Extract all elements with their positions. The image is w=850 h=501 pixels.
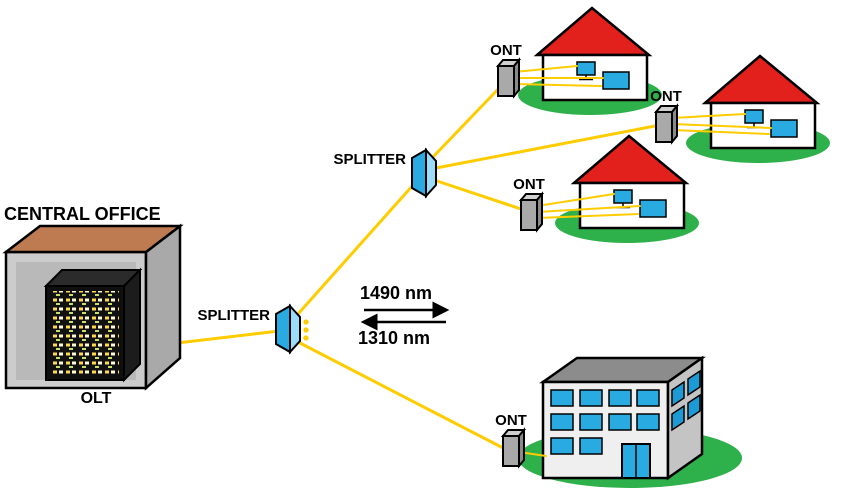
downstream-wavelength-label: 1490 nm <box>360 283 432 303</box>
port-dot <box>303 335 309 341</box>
fiber-splitter1-to-splitter2 <box>296 182 416 316</box>
splitter-2-icon <box>411 149 437 197</box>
window <box>687 369 701 397</box>
window <box>687 393 701 421</box>
window <box>608 413 632 431</box>
fiber-trunk-links <box>124 80 662 452</box>
drop-ont3-monitor <box>536 193 615 207</box>
drop-ont2-tv <box>671 123 772 129</box>
window <box>550 389 574 407</box>
splitter1-more-ports-dots <box>303 319 309 341</box>
splitter-1-label: SPLITTER <box>197 307 270 324</box>
fiber-drop-links <box>513 65 772 457</box>
house-3 <box>553 134 701 245</box>
port-dot <box>303 319 309 325</box>
office-building <box>518 355 742 488</box>
ont-1-label: ONT <box>490 42 522 59</box>
fiber-splitter1-to-ont4 <box>296 340 509 452</box>
central-office-label: CENTRAL OFFICE <box>4 204 161 224</box>
ont-3-label: ONT <box>513 176 545 193</box>
ont-4-label: ONT <box>495 412 527 429</box>
olt-label: OLT <box>81 390 112 407</box>
olt-rack-lights <box>51 291 119 375</box>
window <box>671 404 685 432</box>
olt-rack-side <box>123 267 141 383</box>
window <box>608 389 632 407</box>
olt-rack <box>43 267 143 383</box>
window <box>636 389 660 407</box>
port-dot <box>303 327 309 333</box>
central-office-building <box>2 223 184 391</box>
fiber-splitter2-to-ont3 <box>432 178 529 213</box>
window <box>579 389 603 407</box>
office-side-windows <box>671 369 701 432</box>
splitter-1-icon <box>275 305 301 353</box>
ont-2-label: ONT <box>650 88 682 105</box>
house-2 <box>684 54 832 165</box>
co-roof <box>2 224 184 254</box>
house-1 <box>516 6 664 117</box>
co-side-wall <box>144 223 182 391</box>
fiber-splitter2-to-ont2 <box>434 123 662 170</box>
window <box>550 413 574 431</box>
ont-3 <box>520 193 543 231</box>
window <box>671 380 685 408</box>
office-front-windows <box>550 389 660 455</box>
window <box>550 437 574 455</box>
window <box>579 437 603 455</box>
upstream-wavelength-label: 1310 nm <box>358 328 430 348</box>
wavelength-annotation: 1490 nm 1310 nm <box>358 283 450 348</box>
drop-ont3-extra <box>536 213 639 219</box>
fiber-splitter2-to-ont1 <box>430 80 507 160</box>
drop-ont2-monitor <box>671 113 746 119</box>
ont-1 <box>497 59 520 97</box>
drop-ont1-extra <box>513 83 602 87</box>
ont-4 <box>502 429 525 467</box>
splitter-2-label: SPLITTER <box>333 151 406 168</box>
ont-2 <box>655 105 678 143</box>
drop-ont2-extra <box>671 129 770 135</box>
drop-ont1-monitor <box>513 65 578 73</box>
window <box>579 413 603 431</box>
drop-ont3-tv <box>536 205 641 213</box>
window <box>636 413 660 431</box>
